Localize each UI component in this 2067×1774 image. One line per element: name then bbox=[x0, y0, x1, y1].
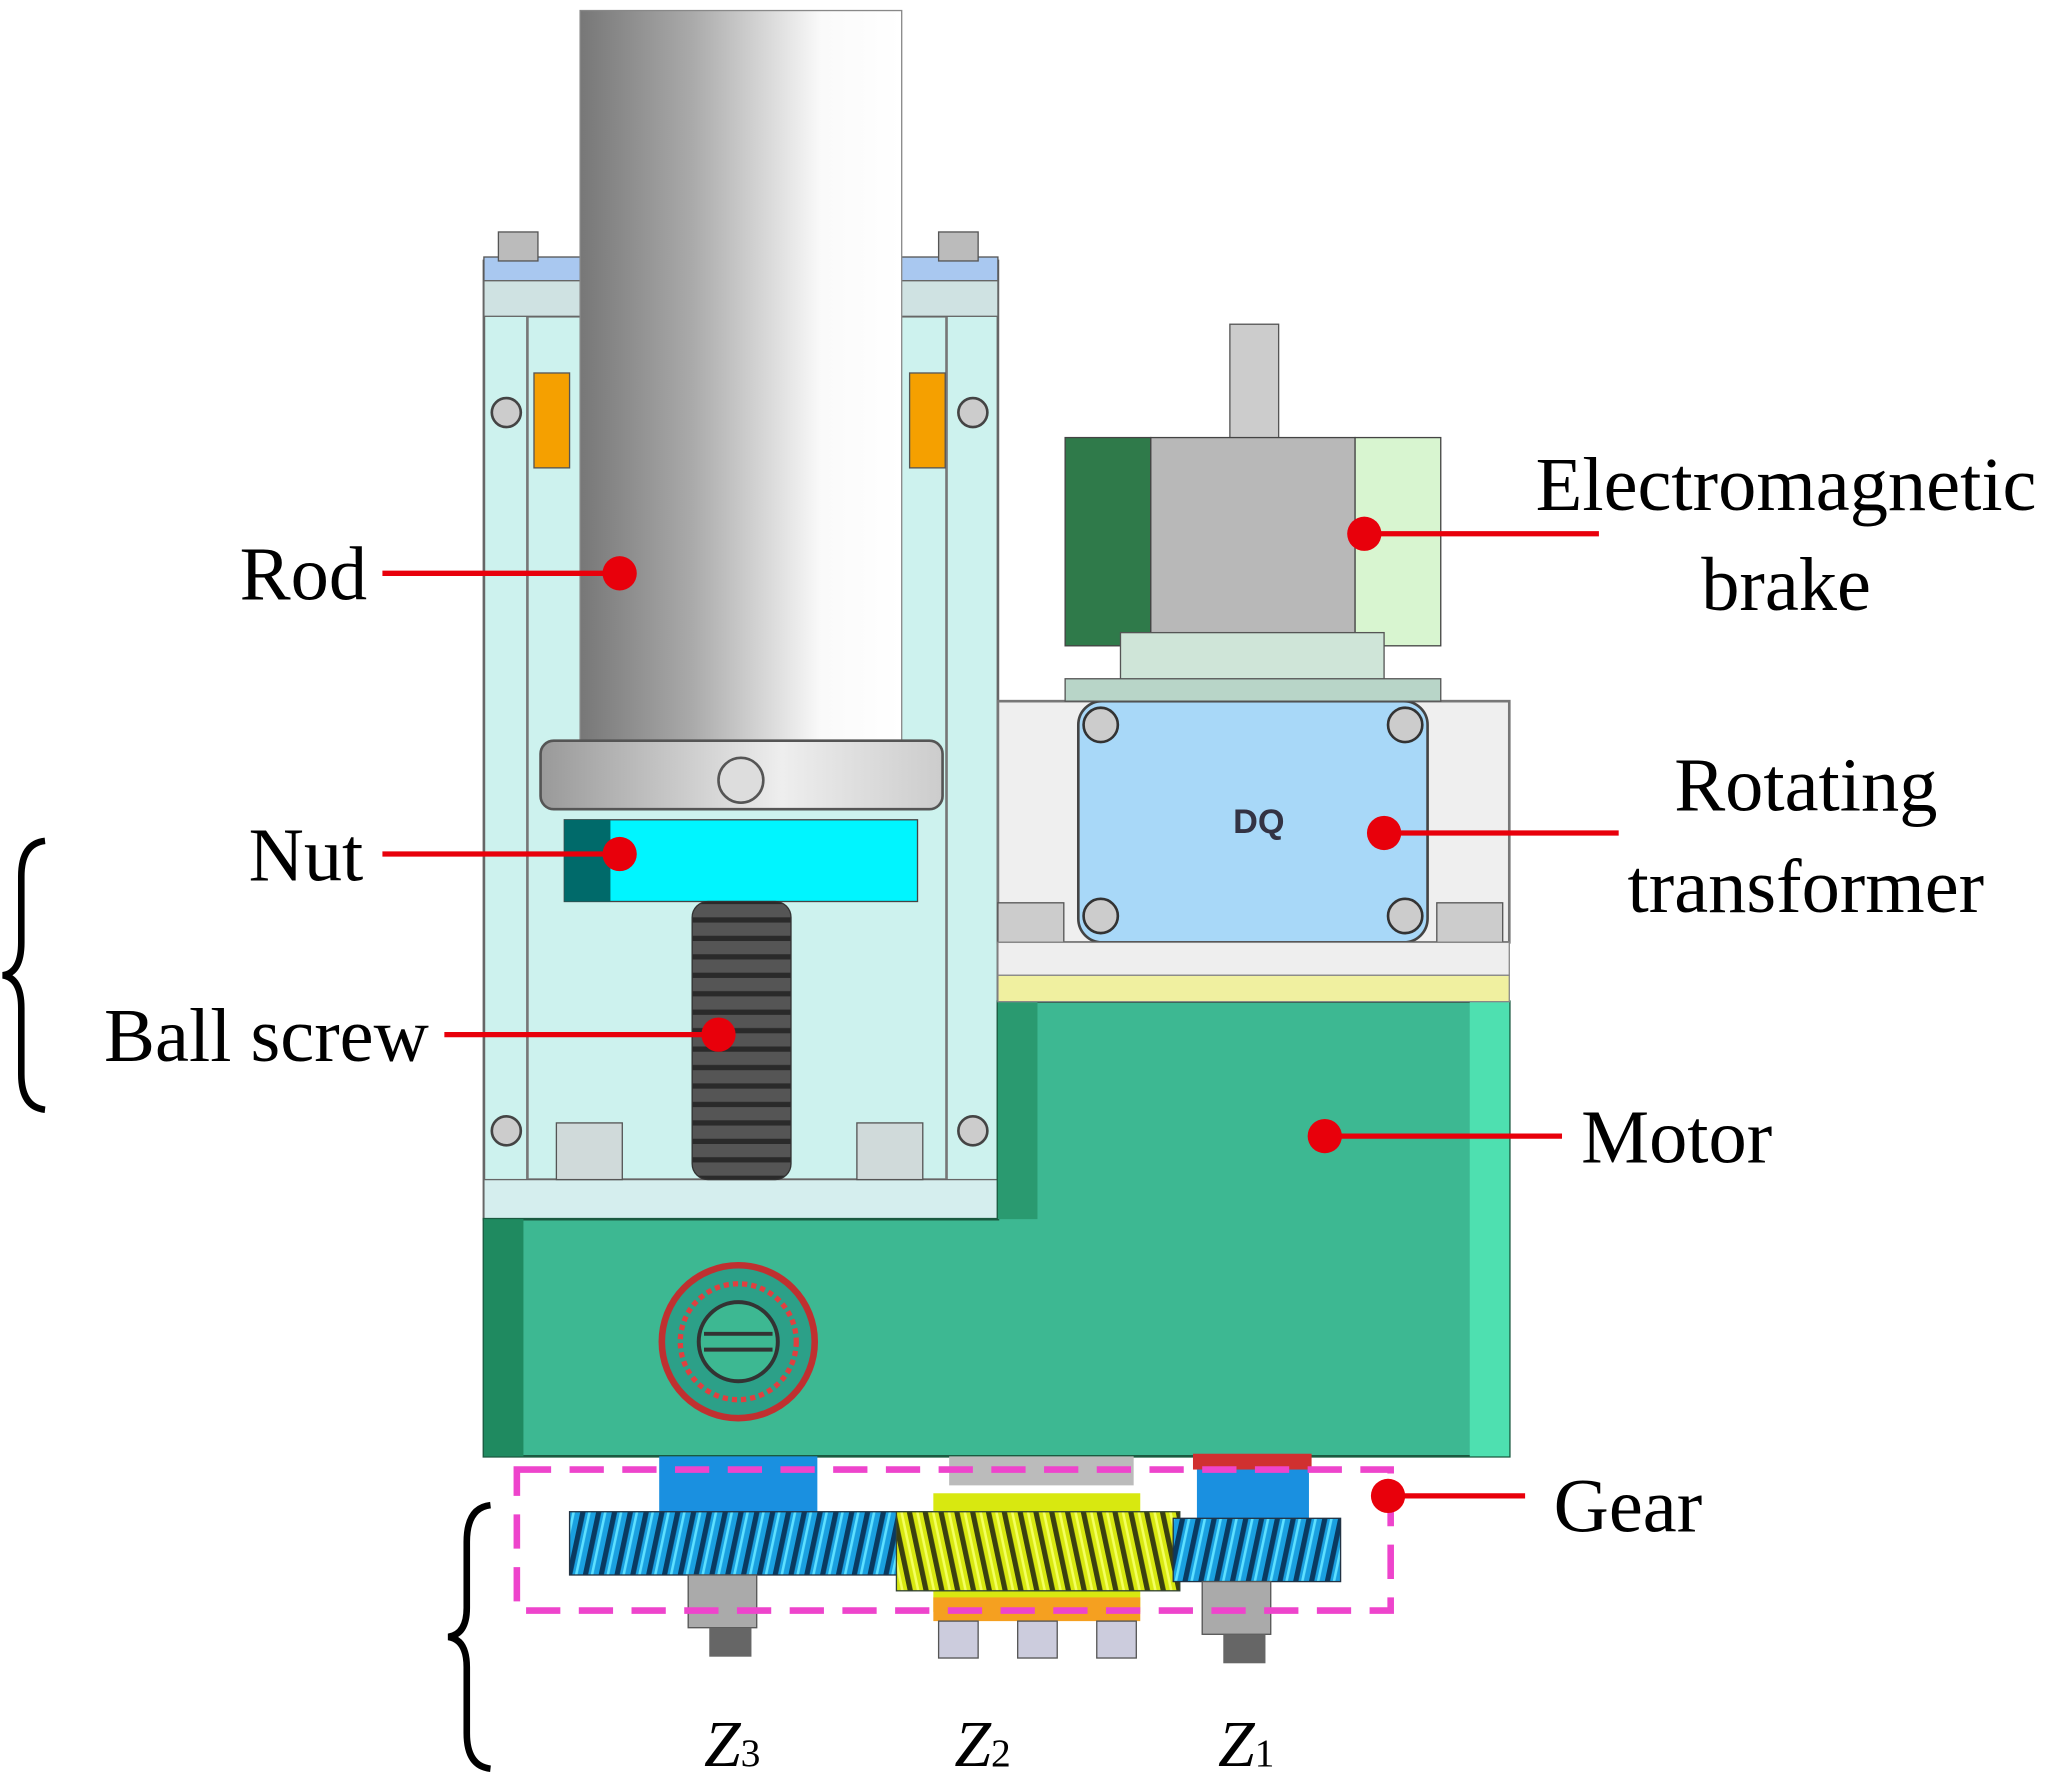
transformer-marking: DQ bbox=[1233, 803, 1284, 841]
connector bbox=[658, 1261, 819, 1422]
gear-train bbox=[568, 1453, 1342, 1664]
label-transformer-line2: transformer bbox=[1628, 844, 1985, 929]
motor-leader bbox=[1307, 1118, 1563, 1154]
label-brake-line1: Electromagnetic bbox=[1536, 442, 2037, 527]
electromagnetic-brake bbox=[1064, 323, 1442, 702]
frame-bolt bbox=[555, 1122, 623, 1181]
rod-leader bbox=[382, 556, 637, 591]
frame-bolt bbox=[856, 1122, 924, 1181]
gear-highlight-box bbox=[513, 1466, 1394, 1614]
label-gear: Gear bbox=[1554, 1463, 1703, 1548]
transformer-leader bbox=[1366, 815, 1619, 851]
label-transformer-line1: Rotating bbox=[1674, 743, 1937, 828]
ball-screw-leader bbox=[444, 1017, 736, 1052]
brake-leader bbox=[1347, 516, 1599, 551]
rod bbox=[579, 9, 903, 750]
rotating-transformer: DQ bbox=[996, 699, 1511, 1003]
label-brake-line2: brake bbox=[1701, 542, 1871, 627]
label-ball-screw: Ball screw bbox=[104, 993, 429, 1078]
label-nut: Nut bbox=[249, 812, 364, 897]
label-rod: Rod bbox=[240, 532, 367, 617]
label-z3: Z3 bbox=[704, 1708, 760, 1774]
brace-nut-screw bbox=[2, 837, 46, 1114]
label-z2: Z2 bbox=[954, 1708, 1010, 1774]
nut bbox=[563, 819, 919, 903]
nut-leader bbox=[382, 836, 637, 872]
leader-lines bbox=[382, 516, 1619, 1514]
gear-leader bbox=[1370, 1478, 1526, 1514]
brace-gears bbox=[447, 1501, 492, 1773]
label-motor: Motor bbox=[1581, 1094, 1772, 1179]
label-z1: Z1 bbox=[1218, 1708, 1274, 1774]
ball-screw bbox=[691, 900, 792, 1181]
